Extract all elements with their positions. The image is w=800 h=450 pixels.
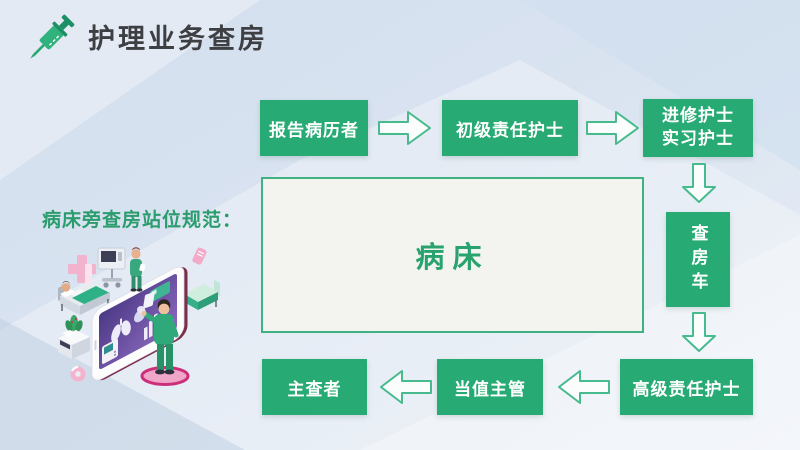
node-cart-label: 查房车 (688, 223, 708, 296)
node-senior-nurse-label: 高级责任护士 (632, 379, 741, 399)
phone-icon (192, 247, 207, 265)
node-chief-examiner: 主查者 (262, 359, 367, 415)
monitor-cart (97, 247, 126, 288)
node-reporter: 报告病历者 (260, 100, 368, 156)
medical-cross-icon (68, 255, 96, 284)
flow-arrow-down-1 (682, 163, 716, 203)
flow-arrow-down-2 (682, 312, 716, 352)
tablet (91, 266, 188, 381)
node-duty-supervisor-label: 当值主管 (454, 379, 526, 399)
node-trainee-nurse: 进修护士 实习护士 (643, 99, 753, 157)
section-label: 病床旁查房站位规范： (42, 210, 243, 231)
donut-icon (70, 366, 86, 382)
node-trainee-line2: 实习护士 (662, 129, 734, 148)
hospital-bed-right (184, 280, 220, 310)
flow-arrow-right-1 (378, 111, 431, 145)
flow-arrow-left-1 (558, 370, 610, 404)
doctor-figure (137, 299, 179, 375)
node-ward-round-cart: 查房车 (666, 212, 730, 307)
nurse-figure (130, 247, 146, 292)
node-junior-nurse-label: 初级责任护士 (456, 120, 564, 140)
node-chief-examiner-label: 主查者 (287, 379, 342, 399)
page-title: 护理业务查房 (88, 23, 268, 54)
center-bed-box: 病床 (261, 177, 644, 333)
nightstand (58, 330, 90, 359)
node-trainee-line1: 进修护士 (662, 106, 734, 126)
node-reporter-label: 报告病历者 (269, 120, 359, 140)
flow-arrow-right-2 (586, 111, 639, 145)
ward-illustration (58, 247, 220, 386)
syringe-icon (30, 14, 75, 59)
flow-arrow-left-2 (380, 370, 432, 404)
hospital-bed-patient (58, 281, 110, 315)
node-duty-supervisor: 当值主管 (437, 359, 543, 415)
node-senior-nurse: 高级责任护士 (620, 359, 753, 415)
center-bed-label: 病床 (415, 242, 490, 274)
header: 护理业务查房 (28, 10, 268, 62)
node-junior-nurse: 初级责任护士 (442, 100, 578, 156)
platform-ellipse (140, 366, 190, 386)
